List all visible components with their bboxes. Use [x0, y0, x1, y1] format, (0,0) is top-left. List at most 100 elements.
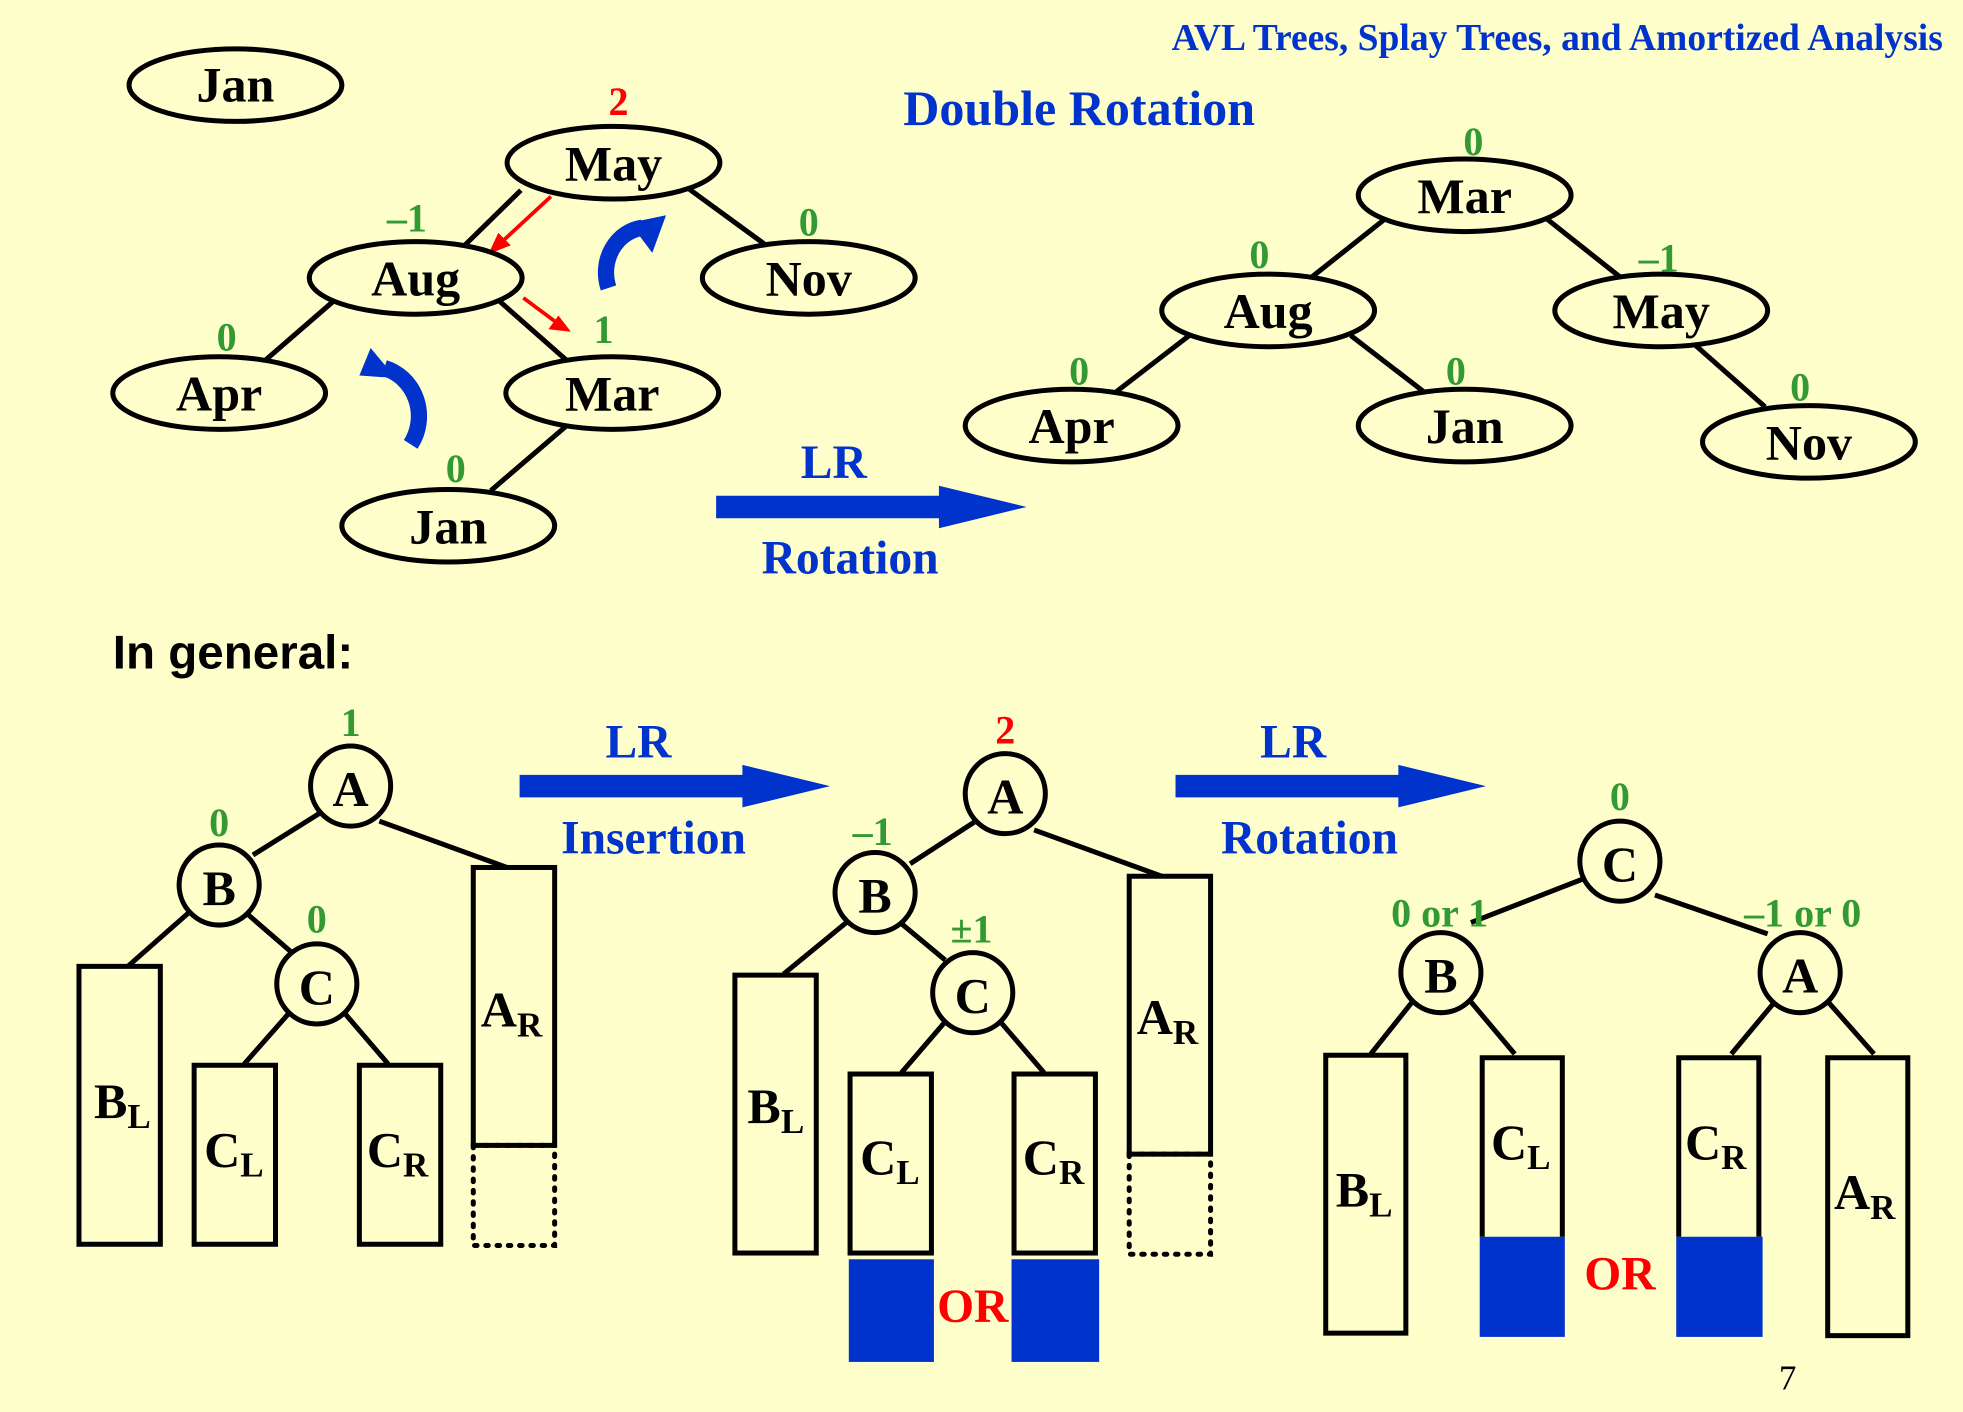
after-tree: Mar 0 Aug 0 May –1 Apr 0 Jan 0 Nov 0	[962, 119, 1918, 481]
general-stage-after-insertion: A 2 B –1 C ±1 BL CL CR OR	[732, 708, 1214, 1362]
right-arrow-icon	[1175, 764, 1486, 808]
subtree-cl: CL	[1479, 1055, 1565, 1337]
edge	[1368, 997, 1417, 1056]
edge	[1309, 213, 1392, 280]
inserted-node-jan: Jan	[126, 46, 345, 124]
node-a: A 1	[308, 700, 394, 829]
general-heading: In general:	[113, 626, 353, 679]
node-a: A –1 or 0	[1743, 890, 1861, 1016]
rotate-counterclockwise-icon	[359, 347, 428, 449]
svg-text:AR: AR	[1834, 1164, 1896, 1227]
svg-text:BL: BL	[747, 1078, 804, 1141]
path-arrow-icon	[488, 195, 553, 255]
or-label: OR	[1584, 1248, 1656, 1300]
course-title: AVL Trees, Splay Trees, and Amortized An…	[1172, 18, 1943, 59]
svg-text:CR: CR	[1685, 1114, 1747, 1177]
slide-title: Double Rotation	[903, 80, 1255, 136]
balance-factor: 0	[1069, 348, 1089, 393]
svg-text:AR: AR	[1137, 989, 1199, 1052]
balance-factor: 0	[1610, 774, 1630, 819]
dotted-height-placeholder	[470, 1142, 558, 1249]
arrow-label-top: LR	[801, 437, 868, 489]
node-nov: Nov 0	[1700, 365, 1918, 481]
node-c: C 0	[274, 897, 360, 1027]
subtree-cl: CL	[847, 1071, 934, 1362]
node-nov: Nov 0	[699, 199, 918, 317]
inserted-height-block	[1479, 1236, 1565, 1337]
svg-text:B: B	[858, 868, 891, 924]
node-may: May –1	[1552, 236, 1771, 350]
node-aug: Aug 0	[1159, 232, 1378, 350]
edge	[1654, 892, 1769, 937]
arrow-label-bottom: Insertion	[561, 813, 746, 865]
edge	[899, 1018, 949, 1075]
edge	[908, 817, 980, 866]
svg-text:CR: CR	[1023, 1129, 1085, 1192]
edge	[1033, 827, 1163, 879]
svg-text:CL: CL	[860, 1129, 920, 1192]
arrow-label-top: LR	[605, 716, 672, 768]
general-stage-before-insertion: A 1 B 0 C 0 BL CL CR AR	[76, 700, 558, 1249]
node-mar: Mar 1	[503, 307, 722, 432]
svg-text:Nov: Nov	[1766, 414, 1853, 470]
svg-text:CL: CL	[204, 1122, 264, 1185]
edge	[1688, 338, 1767, 409]
arrow-label-bottom: Rotation	[762, 532, 939, 584]
edge	[378, 818, 508, 870]
rotate-clockwise-icon	[597, 215, 667, 291]
balance-factor: 1	[593, 307, 613, 352]
edge	[251, 809, 325, 858]
edge	[1349, 333, 1429, 397]
node-label: Jan	[196, 56, 274, 112]
edge	[489, 421, 572, 493]
edge	[685, 185, 768, 248]
node-may: May 2	[504, 79, 723, 202]
node-c: C 0	[1577, 774, 1663, 904]
svg-text:CR: CR	[367, 1122, 429, 1185]
edge	[1729, 999, 1778, 1056]
subtree-outline	[1479, 1055, 1565, 1237]
edge	[782, 920, 848, 976]
balance-factor: 0	[209, 800, 229, 845]
edge	[1470, 876, 1585, 925]
right-arrow-icon	[519, 764, 831, 808]
balance-factor: ±1	[950, 907, 992, 952]
subtree-cr: CR	[1676, 1055, 1763, 1337]
balance-factor: 1	[341, 700, 361, 745]
path-arrow-icon	[522, 296, 571, 332]
svg-text:BL: BL	[94, 1073, 151, 1136]
edge	[1540, 213, 1623, 280]
edge	[1466, 997, 1517, 1056]
svg-text:Mar: Mar	[1417, 168, 1512, 224]
general-stage-after-rotation: C 0 B 0 or 1 A –1 or 0 BL CL CR OR	[1323, 774, 1911, 1339]
subtree-bl: BL	[1323, 1052, 1409, 1336]
svg-text:CL: CL	[1491, 1114, 1551, 1177]
subtree-outline	[1676, 1055, 1762, 1237]
balance-factor: 0	[1446, 348, 1466, 393]
node-c: C ±1	[930, 907, 1016, 1036]
subtree-ar: AR	[470, 864, 558, 1249]
subtree-bl: BL	[732, 972, 819, 1256]
subtree-cr: CR	[356, 1062, 444, 1247]
balance-factor: –1	[386, 196, 427, 241]
node-jan: Jan 0	[1355, 348, 1574, 465]
node-apr: Apr 0	[110, 314, 329, 432]
inserted-height-block	[848, 1259, 934, 1362]
balance-factor: 0	[799, 199, 819, 244]
subtree-bl: BL	[76, 963, 163, 1247]
edge	[1825, 999, 1876, 1056]
node-apr: Apr 0	[962, 348, 1181, 465]
subtree-ar: AR	[1825, 1055, 1911, 1339]
svg-text:A: A	[1782, 948, 1818, 1004]
svg-text:B: B	[1424, 948, 1457, 1004]
svg-text:B: B	[202, 860, 235, 916]
balance-factor: 0	[217, 314, 237, 359]
or-label: OR	[937, 1281, 1009, 1333]
before-tree: May 2 Aug –1 Nov 0 Apr 0 Mar 1 Jan 0	[110, 79, 918, 565]
node-b: B –1	[832, 809, 918, 936]
arrow-label-bottom: Rotation	[1221, 813, 1398, 865]
right-arrow-icon	[716, 485, 1027, 529]
